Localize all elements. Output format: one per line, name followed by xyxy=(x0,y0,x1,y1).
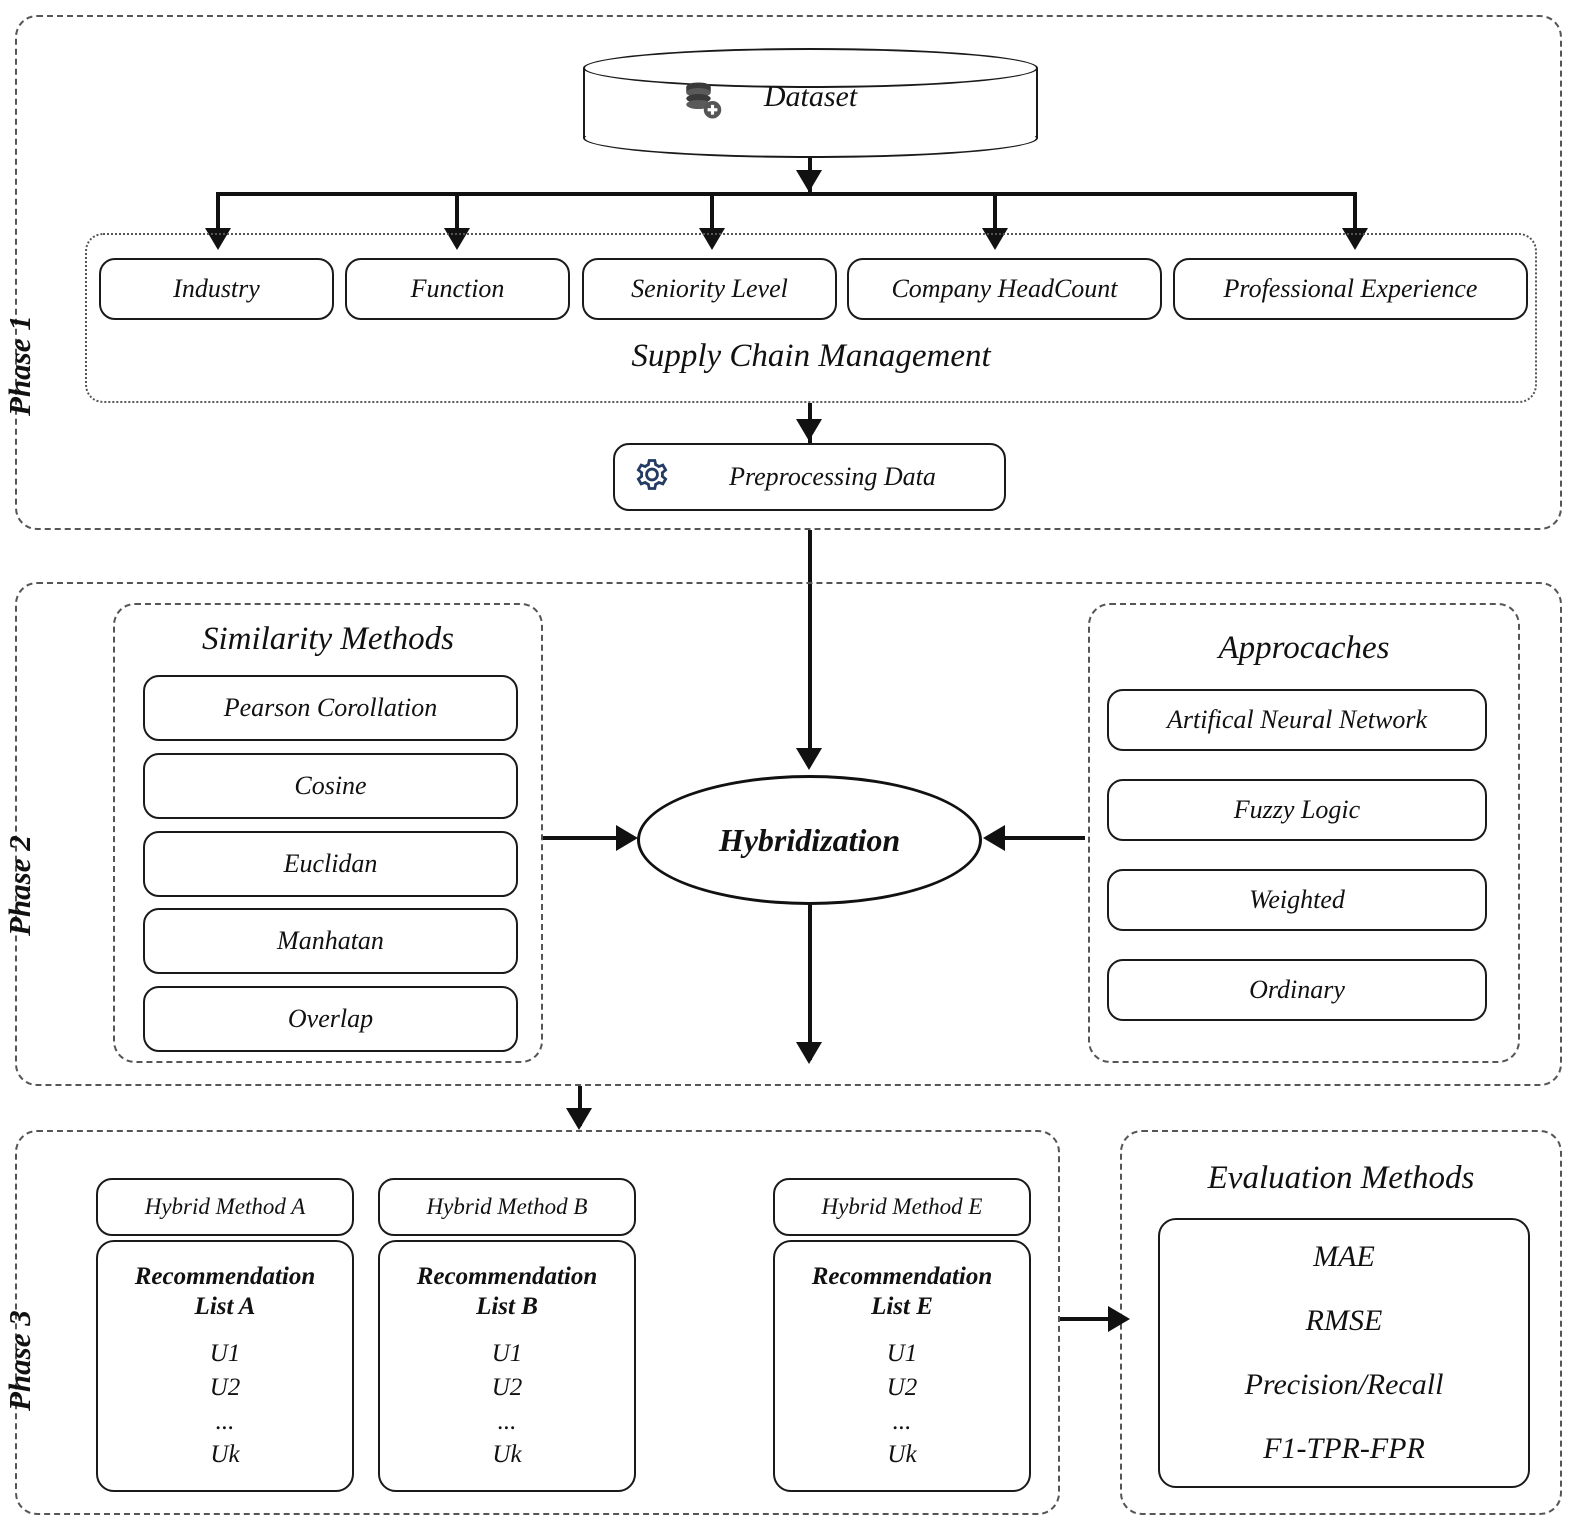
similarity-label-0: Pearson Corollation xyxy=(223,693,438,723)
hybrid-method-b-header[interactable]: Hybrid Method B xyxy=(378,1178,636,1236)
branch-stem-3 xyxy=(710,192,714,244)
approach-label-3: Ordinary xyxy=(1249,975,1345,1005)
feature-box-function[interactable]: Function xyxy=(345,258,570,320)
evaluation-metric-mae: MAE xyxy=(1313,1240,1375,1273)
similarity-label-2: Euclidan xyxy=(283,849,378,879)
supply-chain-group xyxy=(85,233,1537,403)
hybrid-method-e-label: Hybrid Method E xyxy=(821,1193,983,1219)
methods-to-evaluation-line xyxy=(1060,1317,1122,1321)
recommendation-list-a[interactable]: Recommendation List A U1 U2 ... Uk xyxy=(96,1240,354,1492)
hybrid-method-e-header[interactable]: Hybrid Method E xyxy=(773,1178,1031,1236)
similarity-label-1: Cosine xyxy=(294,771,367,801)
phase2-to-phase3-stem xyxy=(578,1086,582,1126)
similarity-item-pearson-corollation[interactable]: Pearson Corollation xyxy=(143,675,518,741)
approach-label-0: Artifical Neural Network xyxy=(1167,705,1427,735)
similarity-item-euclidan[interactable]: Euclidan xyxy=(143,831,518,897)
phase2-container xyxy=(15,582,1562,1086)
branch-stem-4 xyxy=(993,192,997,244)
similarity-to-hybrid-arrowhead xyxy=(616,825,638,851)
rec-list-e-title-line1: Recommendation xyxy=(811,1263,993,1290)
approach-item-weighted[interactable]: Weighted xyxy=(1107,869,1487,931)
similarity-item-overlap[interactable]: Overlap xyxy=(143,986,518,1052)
phase1-container xyxy=(15,15,1562,530)
approach-item-fuzzy-logic[interactable]: Fuzzy Logic xyxy=(1107,779,1487,841)
approaches-title: Approcaches xyxy=(1218,630,1390,666)
evaluation-metric-rmse: RMSE xyxy=(1305,1304,1383,1337)
database-icon xyxy=(686,82,722,119)
approaches-to-hybrid-line xyxy=(1005,836,1085,840)
dataset-label: Dataset xyxy=(763,80,858,113)
feature-label-function: Function xyxy=(410,274,505,304)
evaluation-metric-f1-tpr-fpr: F1-TPR-FPR xyxy=(1263,1432,1425,1465)
phase-label-3: Phase 3 xyxy=(2,1310,37,1411)
rec-list-e-title-line2: List E xyxy=(871,1292,933,1320)
supply-chain-title: Supply Chain Management xyxy=(631,338,991,374)
approach-label-2: Weighted xyxy=(1249,885,1345,915)
approach-item-ordinary[interactable]: Ordinary xyxy=(1107,959,1487,1021)
rec-list-b-title-line2: List B xyxy=(476,1292,538,1320)
similarity-item-manhatan[interactable]: Manhatan xyxy=(143,908,518,974)
rec-list-a-items: U1 U2 ... Uk xyxy=(209,1340,241,1469)
similarity-methods-panel xyxy=(113,603,543,1063)
rec-list-a-title-line1: Recommendation xyxy=(134,1263,316,1290)
recommendation-list-b[interactable]: Recommendation List B U1 U2 ... Uk xyxy=(378,1240,636,1492)
hybrid-down-arrowhead xyxy=(796,1042,822,1064)
similarity-to-hybrid-line xyxy=(543,836,623,840)
phase-label-2: Phase 2 xyxy=(2,835,37,936)
preprocessing-data-box[interactable]: Preprocessing Data xyxy=(613,443,1006,511)
approaches-to-hybrid-arrowhead xyxy=(983,825,1005,851)
dataset-cylinder: Dataset xyxy=(583,48,1038,158)
feature-label-company-headcount: Company HeadCount xyxy=(891,274,1118,304)
cylinder-top xyxy=(583,48,1038,88)
feature-box-professional-experience[interactable]: Professional Experience xyxy=(1173,258,1528,320)
feature-box-industry[interactable]: Industry xyxy=(99,258,334,320)
evaluation-methods-title: Evaluation Methods xyxy=(1207,1160,1475,1196)
preprocessing-data-label: Preprocessing Data xyxy=(729,462,936,492)
phase-label-1: Phase 1 xyxy=(2,315,37,416)
gear-icon xyxy=(636,459,668,490)
phase2-to-phase3-arrowhead xyxy=(566,1108,592,1130)
similarity-methods-title: Similarity Methods xyxy=(201,621,455,657)
feature-label-industry: Industry xyxy=(173,274,260,304)
branch-stem-2 xyxy=(455,192,459,244)
rec-list-b-title-line1: Recommendation xyxy=(416,1263,598,1290)
hybrid-method-b-label: Hybrid Method B xyxy=(426,1193,588,1219)
feature-label-seniority-level: Seniority Level xyxy=(631,274,788,304)
phase1-to-phase2-arrowhead xyxy=(796,748,822,770)
rec-list-e-items: U1 U2 ... Uk xyxy=(886,1340,918,1469)
approach-label-1: Fuzzy Logic xyxy=(1233,795,1361,825)
similarity-label-4: Overlap xyxy=(287,1004,374,1034)
hybrid-method-a-label: Hybrid Method A xyxy=(144,1193,306,1219)
approach-item-artifical-neural-network[interactable]: Artifical Neural Network xyxy=(1107,689,1487,751)
feature-box-seniority-level[interactable]: Seniority Level xyxy=(582,258,837,320)
evaluation-metrics-box[interactable]: MAE RMSE Precision/Recall F1-TPR-FPR xyxy=(1158,1218,1530,1488)
dataset-arrowhead xyxy=(796,170,822,192)
similarity-item-cosine[interactable]: Cosine xyxy=(143,753,518,819)
hybridization-label: Hybridization xyxy=(718,821,901,858)
methods-to-evaluation-arrowhead xyxy=(1108,1306,1130,1332)
phase3-methods-panel xyxy=(15,1130,1060,1515)
hybrid-method-a-header[interactable]: Hybrid Method A xyxy=(96,1178,354,1236)
hybrid-down-stem xyxy=(808,905,812,1060)
phase1-to-phase2-stem xyxy=(808,530,812,765)
hybridization-node[interactable]: Hybridization xyxy=(637,775,982,905)
feature-bus-line xyxy=(218,192,1357,196)
rec-list-b-items: U1 U2 ... Uk xyxy=(491,1340,523,1469)
branch-stem-5 xyxy=(1353,192,1357,244)
feature-label-professional-experience: Professional Experience xyxy=(1223,274,1478,304)
approaches-panel xyxy=(1088,603,1520,1063)
rec-list-a-title-line2: List A xyxy=(194,1292,256,1320)
scm-to-preprocess-arrowhead xyxy=(796,419,822,441)
recommendation-list-e[interactable]: Recommendation List E U1 U2 ... Uk xyxy=(773,1240,1031,1492)
similarity-label-3: Manhatan xyxy=(277,926,384,956)
feature-box-company-headcount[interactable]: Company HeadCount xyxy=(847,258,1162,320)
branch-stem-1 xyxy=(216,192,220,244)
evaluation-metric-precision-recall: Precision/Recall xyxy=(1244,1368,1444,1401)
